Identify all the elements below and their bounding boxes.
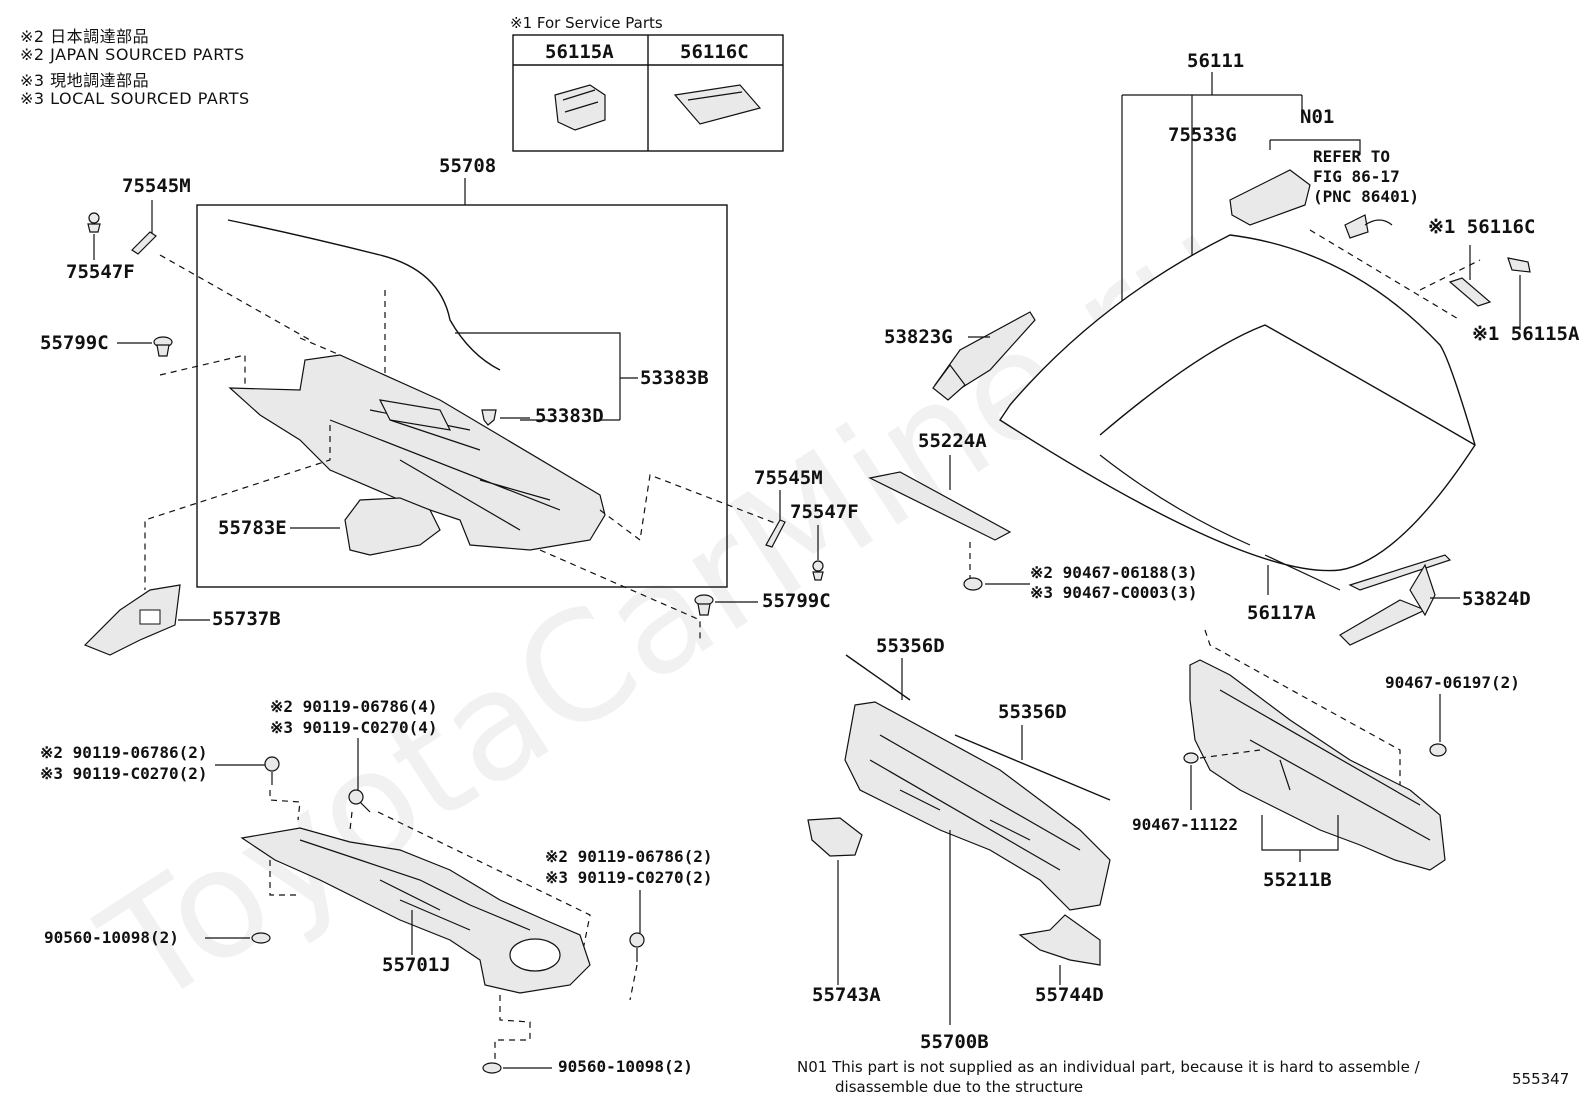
label-55743a: 55743A [812,984,881,1006]
clip-55799c-left-icon [153,336,173,357]
tape-75545m-right [765,519,786,548]
label-55783e: 55783E [218,517,287,539]
bolt-right-icon [629,932,645,962]
label-90119-06786-2a: ※2 90119-06786(2) [40,743,208,762]
cowl-panel-55701j [240,827,591,994]
cowl-panel-55700b-group: 55356D 55356D 55743A 55744D 55700B [807,635,1111,1053]
label-75547f-left: 75547F [66,261,135,283]
clip-56115a-part [1507,257,1531,273]
bolt-left-icon [264,756,280,785]
tape-75545m-left [131,231,157,255]
label-55737b: 55737B [212,608,281,630]
label-75533g: 75533G [1168,124,1237,146]
clip-53383d-icon [481,409,497,426]
bolt-top-icon [348,789,371,813]
seal-55356d-right [954,734,1111,801]
refer-line2: FIG 86-17 [1313,167,1400,186]
label-55356d-left: 55356D [876,635,945,657]
clip-90467-11122-icon [1183,752,1199,764]
clip-90467-06188-icon [963,577,983,591]
label-90119-c0270-2b: ※3 90119-C0270(2) [545,868,713,887]
lower-cowl-group: ※2 90119-06786(4) ※3 90119-C0270(4) ※2 9… [40,697,713,1076]
refer-line1: REFER TO [1313,147,1390,166]
figure-id: 555347 [1512,1070,1570,1088]
bracket-55737b [83,584,181,656]
label-90560-10098-a: 90560-10098(2) [44,928,179,947]
bracket-55743a [807,817,863,857]
label-90119-06786-2b: ※2 90119-06786(2) [545,847,713,866]
shield-55783e [344,497,441,556]
cowl-panel-55700b [844,701,1111,911]
clip-56115a-icon [554,84,606,131]
label-56115a: ※1 56115A [1472,323,1580,345]
dash-silencer-55211b [1189,659,1446,871]
label-n01: N01 [1300,106,1334,128]
pad-56116c-icon [673,84,762,125]
label-55211b: 55211B [1263,869,1332,891]
label-53824d: 53824D [1462,588,1531,610]
windshield-group: 56111 N01 75533G REFER TO FIG 86-17 (PNC… [868,50,1580,646]
clip-75547f-left-icon [87,212,101,233]
label-55701j: 55701J [382,954,451,976]
clip-75547f-right-icon [812,560,824,581]
clip-55799c-right-icon [694,594,714,616]
note-jp-3: ※3 現地調達部品 [20,71,150,90]
dash-panel-55211b-group: 90467-06197(2) 90467-11122 55211B [1132,629,1520,891]
label-90560-10098-b: 90560-10098(2) [558,1057,693,1076]
washer-bottom-icon [482,1062,502,1074]
label-90119-06786-4: ※2 90119-06786(4) [270,697,438,716]
note-en-2: ※2 JAPAN SOURCED PARTS [20,45,245,64]
label-56117a: 56117A [1247,602,1316,624]
label-56111: 56111 [1187,50,1244,72]
label-75547f-right: 75547F [790,501,859,523]
refer-line3: (PNC 86401) [1313,187,1419,206]
label-90119-c0270-4: ※3 90119-C0270(4) [270,718,438,737]
washer-left-icon [251,932,271,944]
label-53383b: 53383B [640,367,709,389]
label-90467-c0003: ※3 90467-C0003(3) [1030,583,1198,602]
seal-55356d-left [845,654,911,701]
pad-56116c-part [1448,277,1492,307]
footer-note-line1: N01 This part is not supplied as an indi… [797,1058,1420,1076]
label-55799c-left: 55799C [40,332,109,354]
service-col1-label: 56115A [545,41,614,63]
pillar-garnish-53824d [1339,554,1452,646]
cowl-top-panel [228,354,606,551]
note-en-3: ※3 LOCAL SOURCED PARTS [20,89,250,108]
label-90467-11122: 90467-11122 [1132,815,1238,834]
service-col2-label: 56116C [680,41,749,63]
label-90467-06197: 90467-06197(2) [1385,673,1520,692]
label-55700b: 55700B [920,1031,989,1053]
label-55799c-right: 55799C [762,590,831,612]
label-53383d: 53383D [535,405,604,427]
bracket-55744d [1018,914,1101,966]
service-box-title: ※1 For Service Parts [510,14,663,32]
box-55708 [196,204,728,588]
service-parts-box: ※1 For Service Parts 56115A 56116C [510,14,784,152]
label-75545m-right: 75545M [754,467,823,489]
cover-55224a [868,471,1012,541]
cowl-top-group: 55708 53383B 53383D 55783E 75545M [40,155,859,656]
label-55356d-right: 55356D [998,701,1067,723]
label-56116c: ※1 56116C [1428,216,1535,238]
label-75545m-left: 75545M [122,175,191,197]
label-90467-06188: ※2 90467-06188(3) [1030,563,1198,582]
label-55744d: 55744D [1035,984,1104,1006]
footer-note-line2: disassemble due to the structure [835,1078,1084,1096]
label-55708: 55708 [439,155,496,177]
note-jp-2: ※2 日本調達部品 [20,27,150,46]
weatherstrip-53383b [227,219,501,371]
label-55224a: 55224A [918,430,987,452]
pillar-garnish-53823g [932,311,1036,401]
clip-90467-06197-icon [1429,743,1447,757]
sensor-bracket-icon [1229,169,1393,239]
label-53823g: 53823G [884,326,953,348]
label-90119-c0270-2a: ※3 90119-C0270(2) [40,764,208,783]
